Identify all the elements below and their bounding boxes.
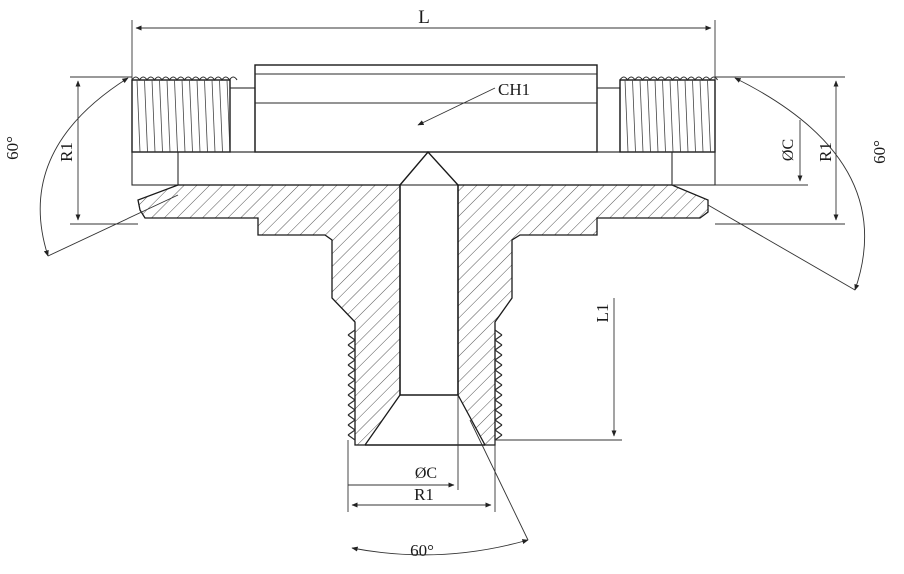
thread-line — [494, 329, 503, 336]
thread-line — [494, 419, 503, 426]
thread-line — [494, 389, 503, 396]
thread-line — [494, 359, 503, 366]
thread-line — [494, 384, 503, 391]
thread-line — [211, 79, 216, 153]
thread-line — [347, 434, 356, 441]
thread-line — [494, 354, 503, 361]
thread-line — [669, 79, 674, 153]
thread-line — [144, 79, 148, 153]
thread-line — [347, 344, 356, 351]
run-upper-half — [131, 64, 718, 153]
thread-line — [347, 429, 356, 436]
right-section-wall — [457, 184, 709, 446]
thread-line — [347, 414, 356, 421]
thread-line — [494, 374, 503, 381]
thread-line — [347, 394, 356, 401]
thread-line — [151, 79, 156, 153]
thread-line — [347, 389, 356, 396]
thread-line — [181, 79, 186, 153]
thread-line — [684, 79, 689, 153]
thread-line — [159, 79, 163, 153]
thread-line — [624, 79, 629, 153]
thread-line — [699, 79, 704, 153]
thread-line — [662, 79, 666, 153]
angle-right: 60° — [707, 77, 889, 291]
thread-line — [494, 379, 503, 386]
dimension-R1-left: R1 — [57, 76, 138, 225]
thread-line — [347, 339, 356, 346]
thread-line — [494, 369, 503, 376]
thread-line — [347, 379, 356, 386]
thread-line — [347, 419, 356, 426]
thread-line — [347, 349, 356, 356]
thread-line — [494, 399, 503, 406]
dimension-L: L — [131, 7, 716, 80]
chamfer-callout: CH1 — [417, 80, 530, 126]
right-thread-flanks — [619, 76, 718, 153]
branch-length-label: L1 — [593, 304, 612, 323]
run-lower-half-section — [131, 150, 716, 446]
thread-line — [494, 424, 503, 431]
thread-line — [347, 359, 356, 366]
left-thread-flanks — [131, 76, 238, 153]
thread-line — [347, 409, 356, 416]
thread-line — [494, 409, 503, 416]
angle-label-left: 60° — [3, 136, 22, 160]
dimension-R1-bottom: R1 — [347, 440, 496, 512]
thread-line — [347, 384, 356, 391]
thread-line — [494, 394, 503, 401]
thread-line — [196, 79, 201, 153]
thread-line — [654, 79, 659, 153]
thread-line — [347, 374, 356, 381]
thread-crest — [131, 76, 238, 82]
thread-line — [494, 349, 503, 356]
dimension-bore-bottom: ØC — [348, 395, 459, 490]
thread-line — [494, 414, 503, 421]
thread-label-bottom: R1 — [414, 485, 434, 504]
angle-label-bottom: 60° — [410, 541, 434, 560]
thread-line — [189, 79, 193, 153]
thread-line — [647, 79, 651, 153]
thread-line — [494, 404, 503, 411]
thread-line — [494, 334, 503, 341]
thread-line — [347, 404, 356, 411]
thread-line — [136, 79, 141, 153]
angle-bottom: 60° — [351, 419, 529, 560]
thread-line — [494, 429, 503, 436]
thread-line — [707, 79, 711, 153]
angle-label-right: 60° — [870, 140, 889, 164]
thread-line — [639, 79, 644, 153]
left-section-wall — [137, 184, 401, 446]
dimension-label-L: L — [418, 7, 430, 28]
thread-line — [347, 364, 356, 371]
angle-left: 60° — [3, 77, 179, 257]
chamfer-label: CH1 — [498, 80, 530, 99]
thread-line — [204, 79, 208, 153]
thread-line — [494, 344, 503, 351]
thread-line — [632, 79, 636, 153]
thread-line — [677, 79, 681, 153]
thread-label-right: R1 — [816, 142, 835, 162]
thread-line — [494, 364, 503, 371]
branch-thread-teeth — [347, 329, 503, 441]
thread-line — [347, 334, 356, 341]
bore-label-bottom: ØC — [415, 465, 437, 482]
thread-line — [219, 79, 223, 153]
thread-line — [347, 329, 356, 336]
thread-line — [494, 434, 503, 441]
dimension-L1: L1 — [495, 298, 622, 441]
thread-line — [494, 339, 503, 346]
thread-line — [347, 369, 356, 376]
thread-line — [347, 424, 356, 431]
thread-line — [347, 399, 356, 406]
thread-line — [347, 354, 356, 361]
bore-label-right: ØC — [780, 139, 797, 161]
thread-line — [174, 79, 178, 153]
thread-line — [166, 79, 171, 153]
thread-crest — [619, 76, 718, 82]
thread-line — [692, 79, 696, 153]
thread-label-left: R1 — [57, 142, 76, 162]
